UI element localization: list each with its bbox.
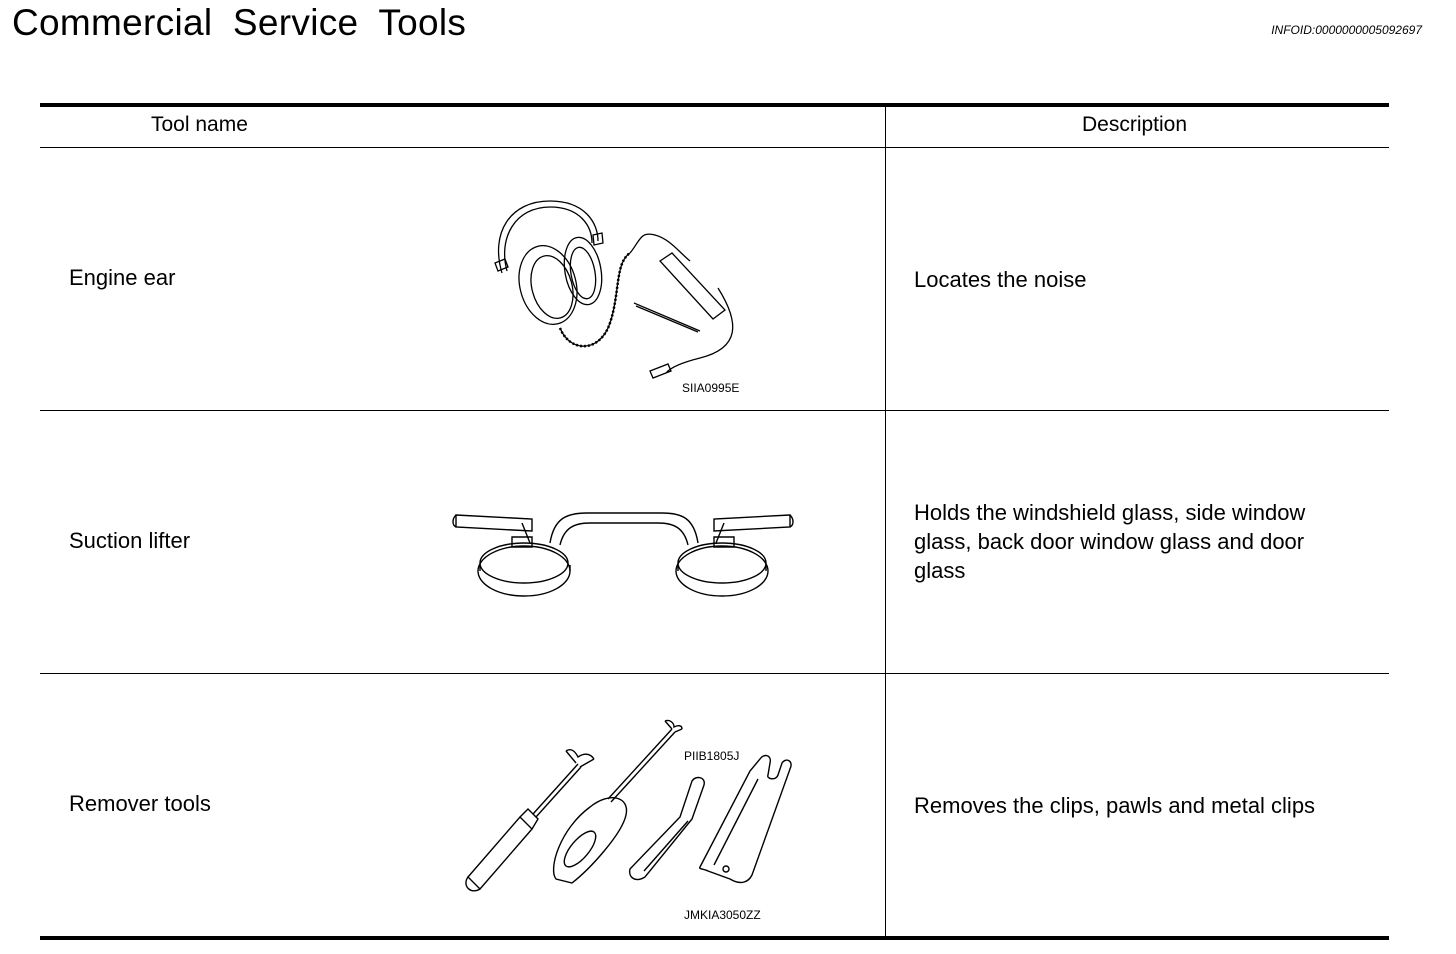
tool-name: Engine ear	[69, 265, 176, 290]
remover-tools-icon	[465, 719, 792, 892]
tool-description: Holds the windshield glass, side window …	[914, 500, 1306, 583]
table-bottom-rule	[40, 936, 1389, 940]
engine-ear-headset-icon	[494, 200, 734, 379]
table-row: Remover tools	[40, 674, 1389, 936]
info-id: INFOID:0000000005092697	[1271, 23, 1422, 37]
figure-code: SIIA0995E	[682, 381, 740, 395]
table-top-rule	[40, 103, 1389, 107]
suction-lifter-icon	[452, 512, 794, 597]
row-divider	[40, 410, 1389, 411]
header-rule	[40, 147, 1389, 148]
header-description: Description	[1082, 113, 1188, 136]
header-tool-name: Tool name	[151, 113, 248, 136]
column-divider	[885, 106, 886, 938]
tool-name: Suction lifter	[69, 528, 191, 553]
tools-table: Tool name Description Engine ear	[40, 103, 1389, 940]
table-row: Suction lifter	[40, 411, 1389, 763]
row-divider	[40, 673, 1389, 674]
table-row: Engine ear	[40, 148, 1389, 410]
figure-code: JMKIA3050ZZ	[684, 908, 761, 922]
tool-name: Remover tools	[69, 791, 211, 816]
tool-description: Removes the clips, pawls and metal clips	[914, 793, 1316, 818]
page-title: Commercial Service Tools	[12, 2, 467, 43]
figure-code: PIIB1805J	[684, 749, 740, 763]
tool-description: Locates the noise	[914, 267, 1087, 292]
